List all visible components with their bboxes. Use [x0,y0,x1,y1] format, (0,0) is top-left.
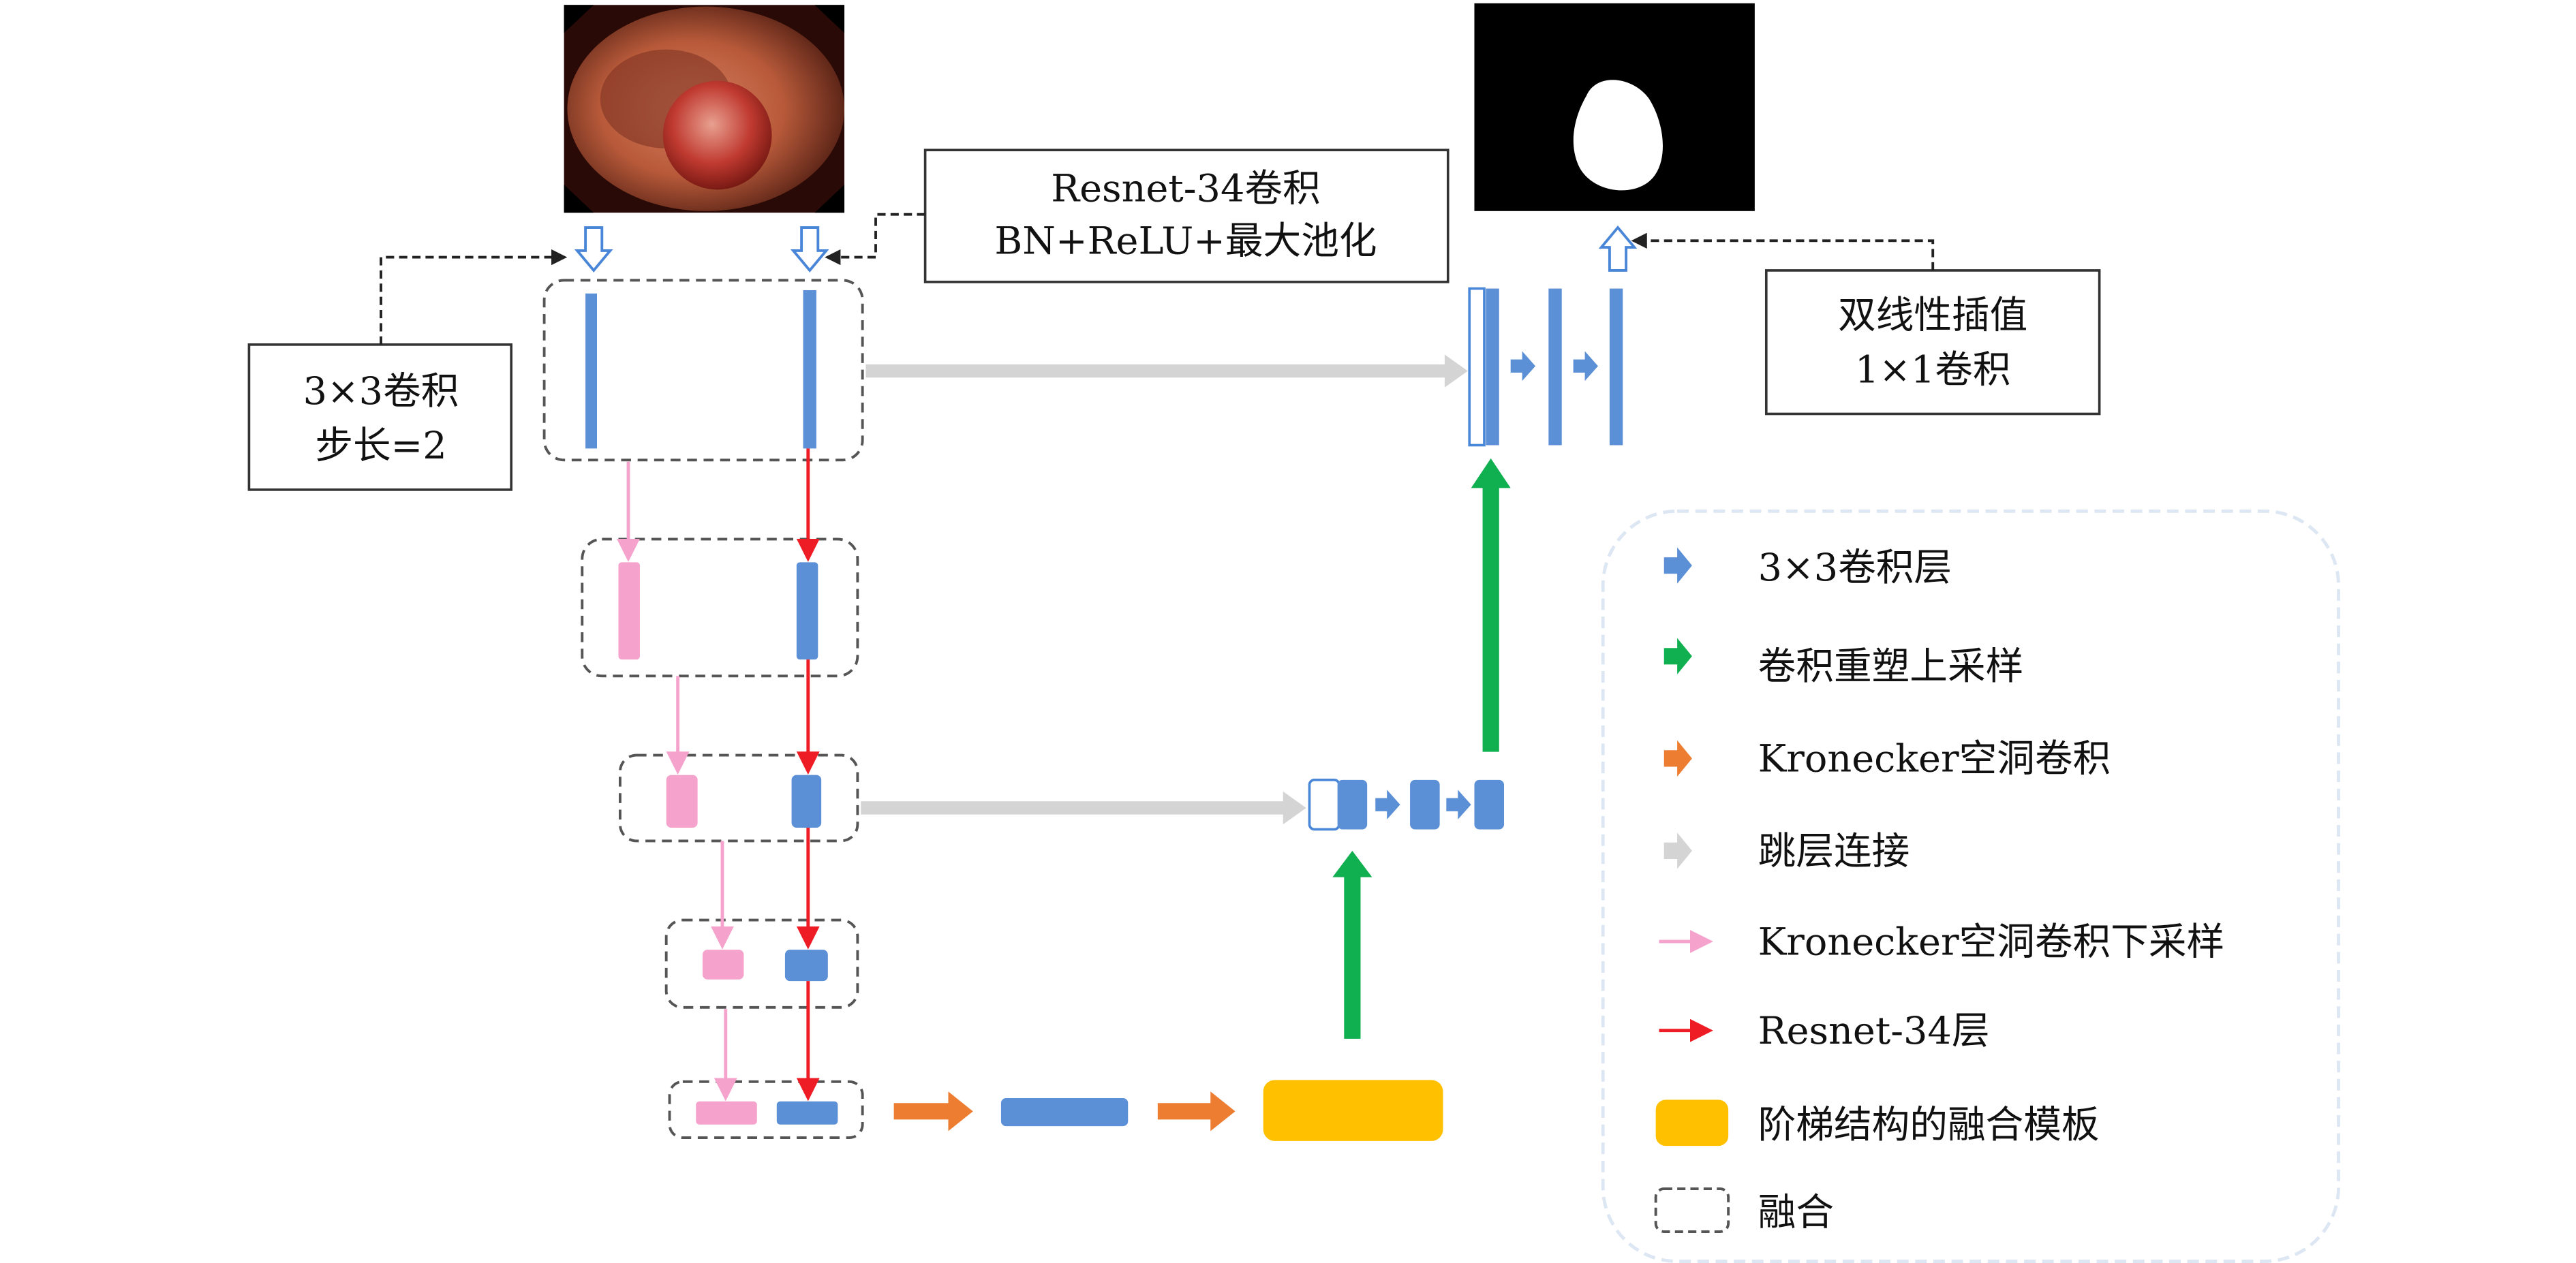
legend-label-ladder-fusion-template: 阶梯结构的融合模板 [1758,1103,2100,1147]
fusion-box-level-4 [664,918,859,1009]
resnet-conv-label-line1: Resnet-34卷积 [1051,166,1320,210]
output-segmentation-mask [1474,3,1755,211]
input-arrow-left-icon [574,226,613,272]
bilinear-label-line2: 1×1卷积 [1855,348,2011,392]
feature-map-blue-left-l1 [585,293,598,449]
legend-label-reshape-upsample: 卷积重塑上采样 [1758,644,2024,689]
bottleneck-blue-block [1000,1097,1129,1127]
conv3x3-leader-line [380,249,568,345]
decoder-top-feature-map-3 [1609,288,1623,446]
bilinear-leader-line [1631,232,1935,270]
fusion-box-level-2 [581,537,859,678]
blue-arrow-icon [1663,547,1692,584]
fusion-box-level-1 [542,279,864,462]
decoder-top-feature-map-1 [1486,288,1499,446]
dashed-box-icon [1654,1187,1730,1233]
kronecker-arrow-1 [893,1091,973,1132]
feature-map-pink-l4 [702,950,744,980]
green-arrow-icon [1663,638,1692,674]
legend-label-skip-connection: 跳层连接 [1758,829,1910,873]
feature-map-blue-l2 [796,562,818,660]
feature-map-blue-l5 [776,1101,838,1125]
bilinear-label-line1: 双线性插值 [1838,294,2027,338]
decoder-mid-feature-map-3 [1474,779,1505,830]
feature-map-pink-l3 [666,775,698,828]
skip-connection-arrow-mid [861,791,1306,825]
decoder-mid-skip-map-outline [1308,779,1340,831]
kronecker-arrow-2 [1157,1091,1236,1132]
feature-map-blue-right-l1 [803,290,816,449]
decoder-top-conv-arrow-1-icon [1510,351,1535,381]
legend: 3×3卷积层 卷积重塑上采样 Kronecker空洞卷积 跳层连接 Kronec… [1601,509,2340,1263]
orange-arrow-icon [1663,740,1692,777]
yellow-block-icon [1655,1100,1729,1147]
feature-map-pink-l5 [696,1101,757,1125]
resnet-conv-label-line2: BN+ReLU+最大池化 [994,219,1377,264]
decoder-mid-feature-map-1 [1337,779,1368,830]
legend-label-conv3x3: 3×3卷积层 [1758,546,1952,590]
legend-label-kronecker-conv: Kronecker空洞卷积 [1758,737,2111,781]
resnet-conv-annotation-box [923,149,1450,283]
decoder-top-conv-arrow-2-icon [1573,351,1598,381]
decoder-mid-conv-arrow-2-icon [1446,790,1471,820]
conv3x3-label-line1: 3×3卷积 [303,369,459,414]
fusion-box-level-5 [668,1080,864,1139]
bilinear-annotation-box [1764,269,2101,416]
legend-label-kronecker-downsample: Kronecker空洞卷积下采样 [1758,920,2224,964]
feature-map-blue-l3 [791,775,822,828]
upsample-arrow-lower [1332,850,1373,1039]
decoder-top-feature-map-2 [1548,288,1562,446]
upsample-arrow-upper [1471,458,1511,752]
decoder-mid-conv-arrow-1-icon [1375,790,1400,820]
input-endoscopy-image [564,5,845,213]
resnet-conv-leader-line [825,213,925,266]
legend-label-fusion: 融合 [1758,1190,1834,1234]
conv3x3-label-line2: 步长=2 [315,424,446,468]
ladder-fusion-template-block [1263,1080,1443,1141]
feature-map-blue-l4 [784,950,828,982]
decoder-mid-feature-map-2 [1410,779,1440,830]
skip-connection-arrow-top [865,354,1468,388]
legend-frame [1601,509,2340,1263]
feature-map-pink-l2 [618,562,640,660]
input-arrow-right-icon [790,226,829,272]
gray-arrow-icon [1663,832,1692,869]
legend-label-resnet-layer: Resnet-34层 [1758,1009,1990,1053]
fusion-box-level-3 [618,753,859,843]
decoder-top-skip-map-outline [1468,287,1486,447]
output-arrow-up-icon [1598,225,1638,272]
